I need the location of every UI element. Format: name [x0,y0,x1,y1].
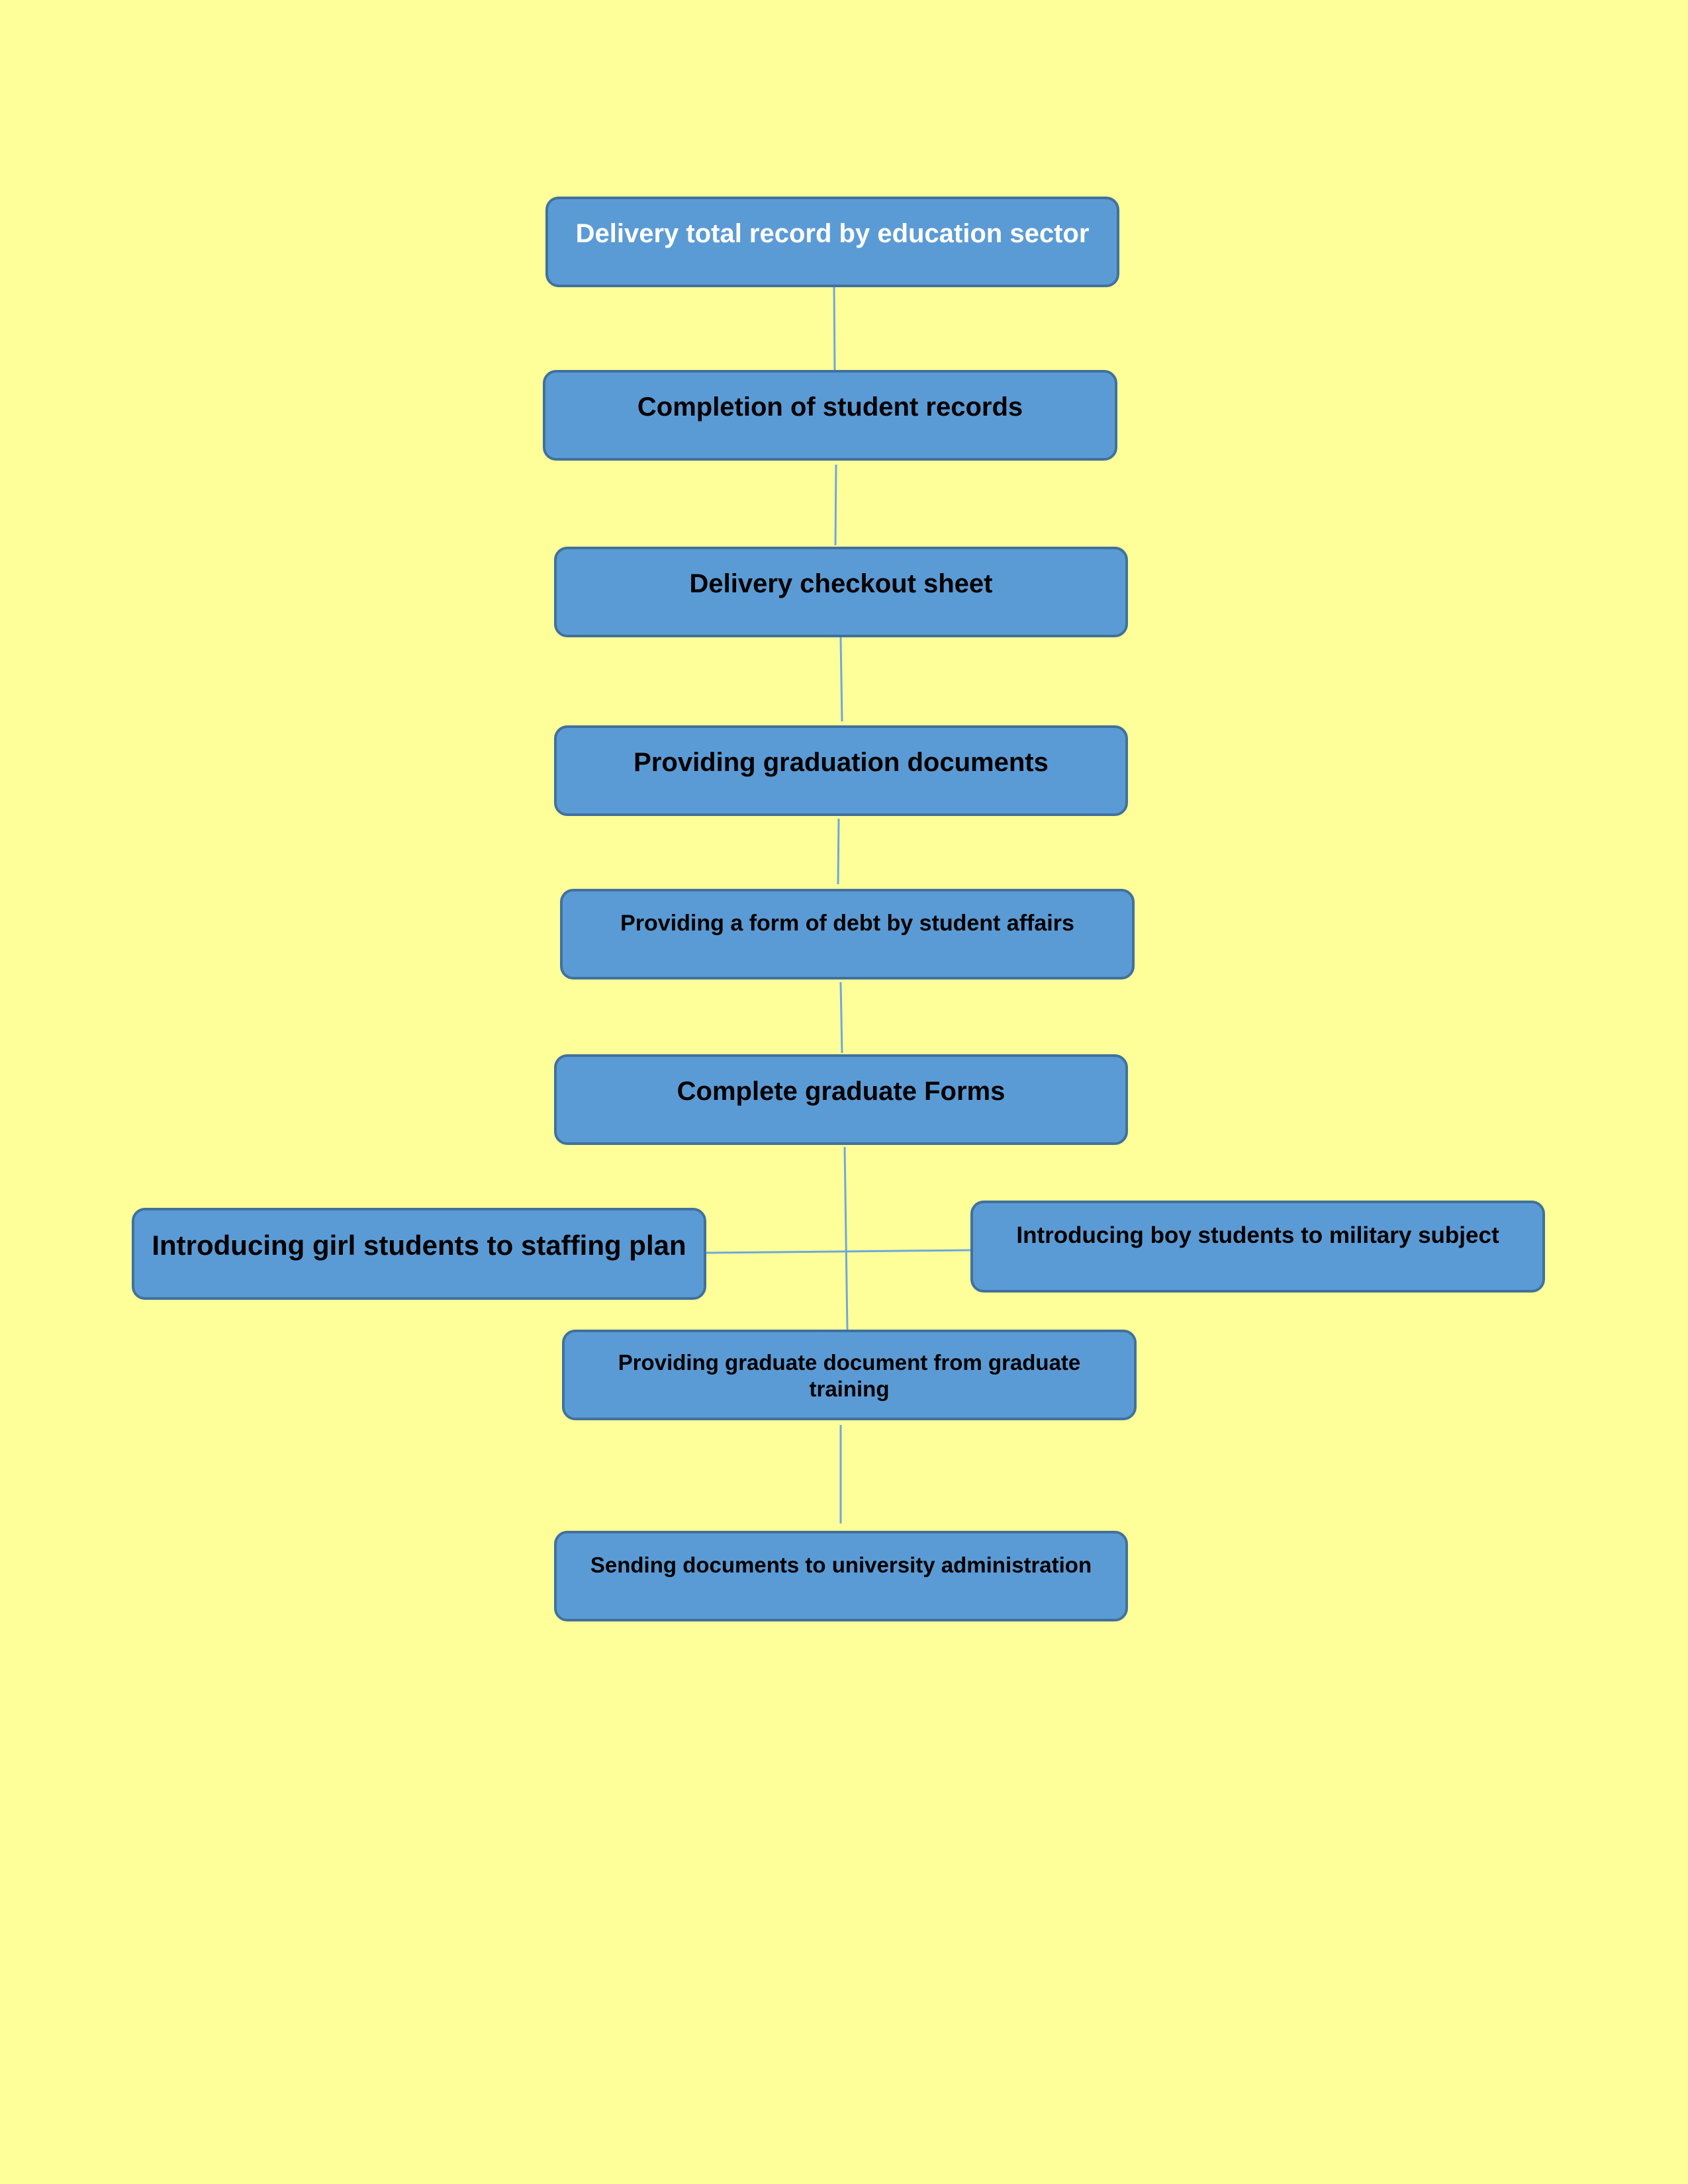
node-introducing-boy-students: Introducing boy students to military sub… [970,1201,1545,1293]
node-delivery-checkout-sheet: Delivery checkout sheet [554,547,1128,637]
node-complete-graduate-forms: Complete graduate Forms [554,1054,1128,1145]
node-providing-form-of-debt-label: Providing a form of debt by student affa… [620,911,1074,936]
node-providing-graduation-documents-label: Providing graduation documents [633,748,1049,777]
node-completion-student-records-label: Completion of student records [637,392,1023,422]
connector-4-5 [837,818,840,885]
node-complete-graduate-forms-label: Complete graduate Forms [677,1077,1006,1106]
node-completion-student-records: Completion of student records [543,370,1117,461]
node-delivery-total-record: Delivery total record by education secto… [545,197,1119,287]
node-delivery-total-record-label: Delivery total record by education secto… [575,219,1090,248]
node-introducing-girl-students-label: Introducing girl students to staffing pl… [152,1230,686,1261]
node-sending-documents: Sending documents to university administ… [554,1531,1128,1621]
connector-2-3 [834,464,837,546]
node-providing-form-of-debt: Providing a form of debt by student affa… [560,889,1135,979]
node-sending-documents-label: Sending documents to university administ… [590,1553,1092,1577]
node-providing-graduate-document-label: Providing graduate document from graduat… [618,1350,1081,1401]
node-introducing-boy-students-label: Introducing boy students to military sub… [1016,1222,1499,1248]
node-introducing-girl-students: Introducing girl students to staffing pl… [132,1208,706,1300]
connector-1-2 [833,287,836,371]
connector-3-4 [839,637,843,722]
node-providing-graduate-document: Providing graduate document from graduat… [562,1330,1137,1420]
connector-girl-boy [706,1249,971,1254]
connector-6-9 [843,1146,849,1330]
node-delivery-checkout-sheet-label: Delivery checkout sheet [689,569,993,598]
connector-5-6 [839,981,843,1054]
node-providing-graduation-documents: Providing graduation documents [554,725,1128,816]
